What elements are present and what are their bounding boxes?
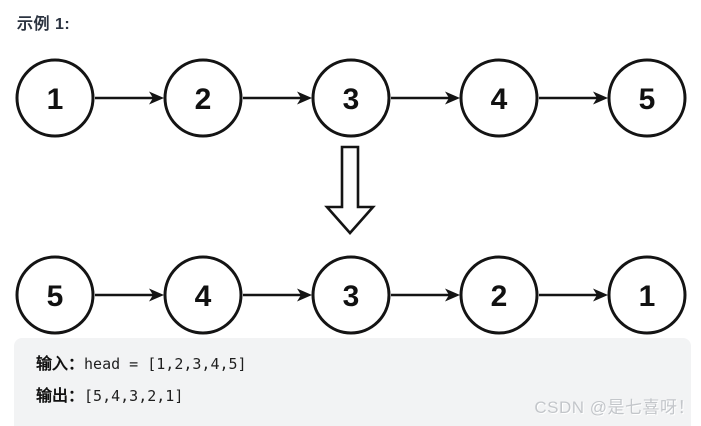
top-list-node — [607, 58, 687, 138]
arrow-right-icon — [445, 288, 460, 302]
watermark: CSDN @是七喜呀！ — [534, 398, 695, 417]
bottom-list-node — [459, 255, 539, 335]
example-io-box: 输入：head = [1,2,3,4,5] 输出：[5,4,3,2,1] — [14, 338, 691, 426]
top-list-node-value: 4 — [491, 83, 508, 116]
input-value: head = [1,2,3,4,5] — [84, 355, 247, 373]
top-list-node-value: 2 — [195, 83, 212, 116]
input-label: 输入： — [36, 356, 85, 373]
bottom-list-node-value: 4 — [195, 280, 212, 313]
top-list-node — [311, 58, 391, 138]
bottom-list-node-value: 2 — [491, 280, 508, 313]
bottom-list-node-value: 5 — [47, 280, 64, 313]
arrow-right-icon — [149, 288, 164, 302]
arrow-right-icon — [593, 288, 608, 302]
down-arrow-icon — [324, 145, 376, 235]
top-list-node-value: 3 — [343, 83, 360, 116]
input-line: 输入：head = [1,2,3,4,5] — [36, 353, 671, 385]
bottom-list-node — [15, 255, 95, 335]
top-list-node — [163, 58, 243, 138]
arrow-right-icon — [445, 91, 460, 105]
top-list-node-value: 1 — [47, 83, 64, 116]
bottom-list-node-value: 1 — [639, 280, 656, 313]
arrow-right-icon — [297, 288, 312, 302]
arrow-right-icon — [297, 91, 312, 105]
arrow-right-icon — [149, 91, 164, 105]
top-list-node — [15, 58, 95, 138]
linked-list-diagram: 1 2 3 4 5 5 4 3 2 1 — [15, 58, 687, 335]
output-label: 输出： — [36, 388, 85, 405]
bottom-list-node — [163, 255, 243, 335]
top-list-node — [459, 58, 539, 138]
output-line: 输出：[5,4,3,2,1] — [36, 385, 671, 417]
bottom-list-node-value: 3 — [343, 280, 360, 313]
top-list-node-value: 5 — [639, 83, 656, 116]
arrow-right-icon — [593, 91, 608, 105]
example-title: 示例 1: — [17, 16, 71, 33]
output-value: [5,4,3,2,1] — [84, 387, 184, 405]
bottom-list-node — [311, 255, 391, 335]
bottom-list-node — [607, 255, 687, 335]
